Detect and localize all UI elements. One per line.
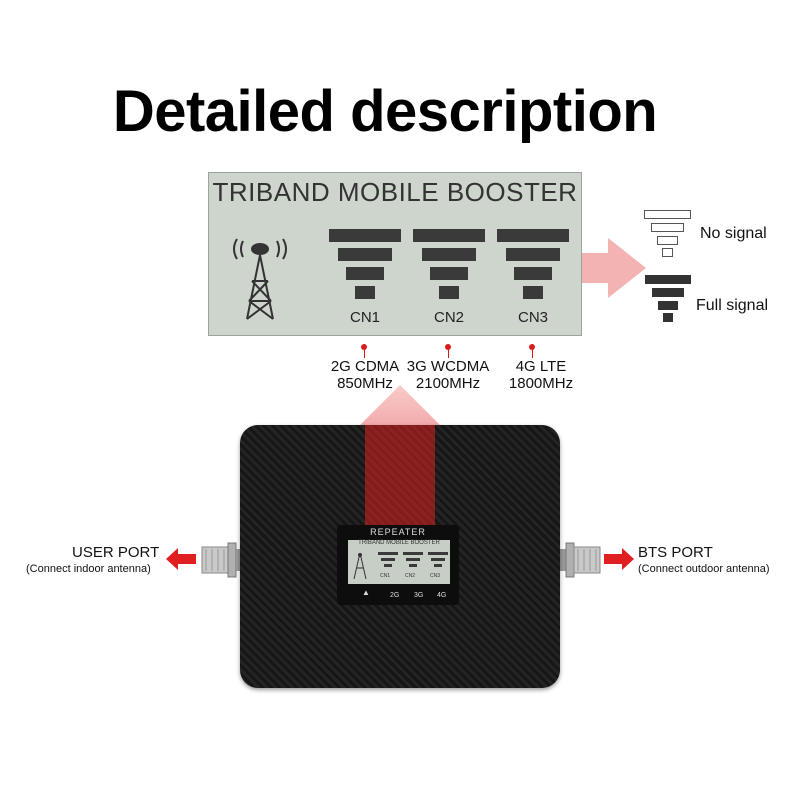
right-red-arrow-icon <box>604 548 634 570</box>
cn2-bar-1 <box>413 229 485 242</box>
leader-line <box>532 344 533 358</box>
mini-bar <box>431 558 445 561</box>
indicator-label: 3G <box>414 592 424 599</box>
cn3-bar-3 <box>514 267 552 280</box>
band-frequency: 850MHz <box>337 375 393 392</box>
mini-bar <box>434 564 442 567</box>
mini-channel-label: CN3 <box>430 573 441 579</box>
bts-port-title: BTS PORT <box>638 544 713 561</box>
right-arrow-icon <box>578 238 646 298</box>
device-label: REPEATER <box>370 527 426 537</box>
mini-lcd-display: TRIBAND MOBILE BOOSTER CN1 CN2 CN3 <box>348 540 450 584</box>
mini-bar <box>403 552 423 555</box>
mini-bar <box>428 552 448 555</box>
mini-tower-indicator-icon: ▲ <box>362 588 370 597</box>
cn1-bar-4 <box>355 286 375 299</box>
cn2-bar-4 <box>439 286 459 299</box>
bts-port-subtitle: (Connect outdoor antenna) <box>638 563 770 575</box>
no-signal-label: No signal <box>700 225 767 242</box>
cn1-bar-1 <box>329 229 401 242</box>
page-title: Detailed description <box>112 79 658 144</box>
no-signal-icon <box>644 210 691 257</box>
channel-label: CN1 <box>349 309 380 326</box>
band-name: 3G WCDMA <box>406 358 490 375</box>
mini-bar <box>406 558 420 561</box>
cn1-bar-3 <box>346 267 384 280</box>
bts-port-connector-icon <box>556 542 601 578</box>
full-signal-icon <box>645 275 691 322</box>
band-label: 3G WCDMA 2100MHz <box>388 358 508 392</box>
user-port-subtitle: (Connect indoor antenna) <box>26 563 151 575</box>
channel-label: CN2 <box>433 309 464 326</box>
cn3-bar-4 <box>523 286 543 299</box>
lcd-title: TRIBAND MOBILE BOOSTER <box>212 177 578 207</box>
leader-line <box>364 344 365 358</box>
mini-channel-label: CN1 <box>380 573 391 579</box>
band-frequency: 1800MHz <box>508 375 574 392</box>
cn3-bar-2 <box>506 248 560 261</box>
band-name: 2G CDMA <box>330 358 400 375</box>
left-arrow-icon <box>166 548 196 570</box>
indicator-label: 4G <box>437 592 447 599</box>
band-frequency: 2100MHz <box>415 375 481 392</box>
cn3-bar-1 <box>497 229 569 242</box>
mini-tower-icon <box>353 552 367 580</box>
cn2-bar-3 <box>430 267 468 280</box>
user-port-title: USER PORT <box>72 544 160 561</box>
mini-bar <box>384 564 392 567</box>
mini-bar <box>409 564 417 567</box>
mini-lcd-title: TRIBAND MOBILE BOOSTER <box>358 540 440 546</box>
cn2-bar-2 <box>422 248 476 261</box>
mini-channel-label: CN2 <box>405 573 416 579</box>
lcd-display: TRIBAND MOBILE BOOSTER CN1 CN2 CN3 <box>208 172 582 336</box>
band-label: 4G LTE 1800MHz <box>481 358 601 392</box>
cn1-bar-2 <box>338 248 392 261</box>
band-name: 4G LTE <box>515 358 567 375</box>
arrow-overlay <box>365 425 435 530</box>
leader-line <box>448 344 449 358</box>
mini-bar <box>378 552 398 555</box>
full-signal-label: Full signal <box>696 297 769 314</box>
indicator-label: 2G <box>390 592 400 599</box>
mini-bar <box>381 558 395 561</box>
band-label: 2G CDMA 850MHz <box>305 358 425 392</box>
signal-tower-icon <box>233 238 287 320</box>
channel-label: CN3 <box>517 309 548 326</box>
